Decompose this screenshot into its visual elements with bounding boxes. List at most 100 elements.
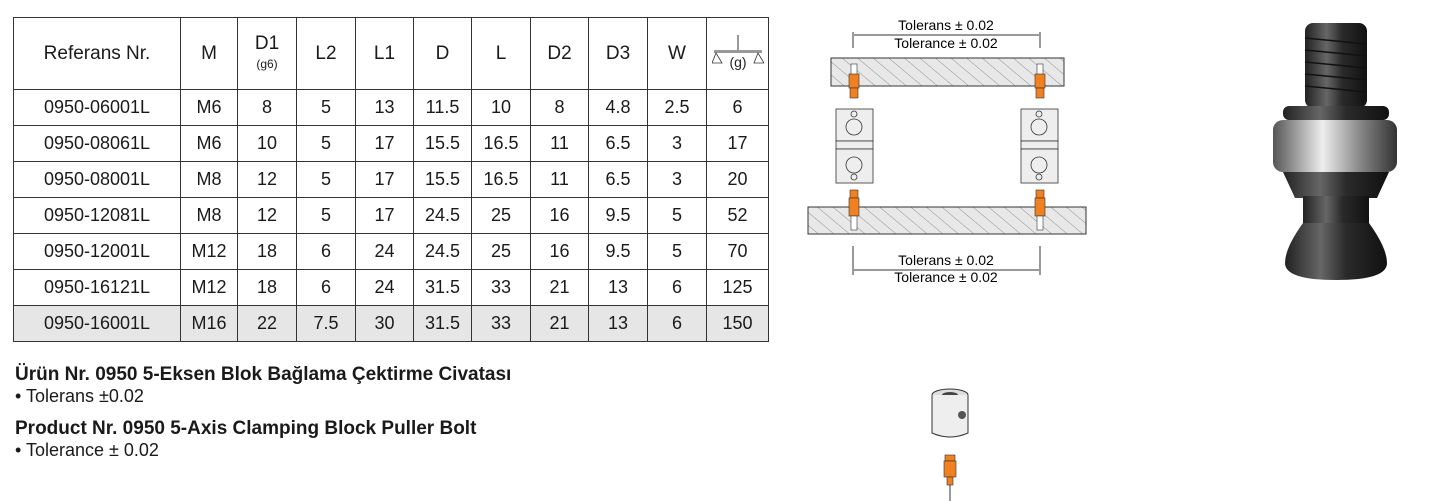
table-cell: 12 [237, 161, 297, 198]
caption-tr-bullet: • Tolerans ±0.02 [15, 386, 144, 406]
table-cell: M6 [180, 89, 238, 126]
svg-text:(g): (g) [729, 54, 746, 70]
table-cell: 6 [647, 269, 707, 306]
table-cell: 11 [530, 125, 589, 162]
top-plate [830, 57, 1065, 87]
caption-tr-title: Ürün Nr. 0950 5-Eksen Blok Bağlama Çekti… [15, 364, 512, 385]
table-cell: 13 [588, 305, 648, 342]
table-cell: 25 [471, 197, 531, 234]
table-cell: 33 [471, 305, 531, 342]
header-d2: D2 [530, 17, 589, 90]
table-cell: 10 [237, 125, 297, 162]
table-cell: 5 [647, 197, 707, 234]
header-l: L [471, 17, 531, 90]
table-cell: 16.5 [471, 125, 531, 162]
table-cell: M12 [180, 233, 238, 270]
table-cell: 17 [355, 197, 414, 234]
table-cell: 6 [647, 305, 707, 342]
table-cell: 16 [530, 233, 589, 270]
table-cell: 18 [237, 233, 297, 270]
table-cell: 0950-06001L [13, 89, 181, 126]
caption-en-title: Product Nr. 0950 5-Axis Clamping Block P… [15, 418, 477, 439]
table-cell: 7.5 [296, 305, 356, 342]
bottom-tolerance: Tolerance ± 0.02 [894, 269, 998, 285]
table-cell: 0950-12001L [13, 233, 181, 270]
caption-tr: Ürün Nr. 0950 5-Eksen Blok Bağlama Çekti… [15, 364, 511, 407]
table-cell: 11 [530, 161, 589, 198]
table-cell: 24 [355, 269, 414, 306]
table-cell: 24.5 [413, 233, 472, 270]
table-cell: 15.5 [413, 125, 472, 162]
table-cell: M12 [180, 269, 238, 306]
table-cell: 21 [530, 269, 589, 306]
table-cell: 70 [706, 233, 769, 270]
table-cell: 15.5 [413, 161, 472, 198]
tolerance-diagram: Tolerans ± 0.02 Tolerance ± 0.02 Toleran… [807, 17, 1087, 285]
caption-en-bullet: • Tolerance ± 0.02 [15, 440, 159, 460]
table-cell: 9.5 [588, 233, 648, 270]
spec-table: Referans Nr. M D1(g6) L2 L1 D L D2 D3 W … [13, 17, 769, 342]
table-cell: 0950-08061L [13, 125, 181, 162]
header-d3: D3 [588, 17, 648, 90]
table-cell: 16 [530, 197, 589, 234]
table-cell: 21 [530, 305, 589, 342]
header-weight: (g) [706, 17, 769, 90]
table-cell: 6 [706, 89, 769, 126]
table-cell: M8 [180, 161, 238, 198]
scale-icon: (g) [710, 35, 765, 70]
header-d: D [413, 17, 472, 90]
table-cell: 5 [296, 125, 356, 162]
header-d1: D1 (g6) [237, 17, 297, 90]
table-cell: 25 [471, 233, 531, 270]
header-w: W [647, 17, 707, 90]
table-cell: 13 [355, 89, 414, 126]
table-cell: 10 [471, 89, 531, 126]
d1-label: D1 [254, 32, 280, 54]
d1-sub: (g6) [256, 56, 278, 71]
table-cell: 0950-12081L [13, 197, 181, 234]
table-cell: 33 [471, 269, 531, 306]
table-cell: 5 [296, 89, 356, 126]
table-cell: 31.5 [413, 305, 472, 342]
table-cell: 6 [296, 233, 356, 270]
table-cell: 13 [588, 269, 648, 306]
header-l2: L2 [296, 17, 356, 90]
table-cell: 9.5 [588, 197, 648, 234]
table-cell: 17 [706, 125, 769, 162]
bottom-tolerans: Tolerans ± 0.02 [898, 252, 994, 268]
table-cell: 8 [237, 89, 297, 126]
top-tolerans: Tolerans ± 0.02 [898, 17, 994, 33]
table-cell: M6 [180, 125, 238, 162]
table-cell: 24 [355, 233, 414, 270]
table-cell: 3 [647, 125, 707, 162]
table-cell: 18 [237, 269, 297, 306]
table-cell: 16.5 [471, 161, 531, 198]
table-cell: 5 [296, 197, 356, 234]
table-cell: M16 [180, 305, 238, 342]
caption-en: Product Nr. 0950 5-Axis Clamping Block P… [15, 418, 476, 461]
top-tolerance: Tolerance ± 0.02 [894, 35, 998, 51]
table-cell: 24.5 [413, 197, 472, 234]
table-cell: 11.5 [413, 89, 472, 126]
table-cell: 6 [296, 269, 356, 306]
table-cell: 12 [237, 197, 297, 234]
table-cell: 31.5 [413, 269, 472, 306]
table-cell: 6.5 [588, 161, 648, 198]
table-cell: 5 [647, 233, 707, 270]
table-cell: 3 [647, 161, 707, 198]
table-cell: 125 [706, 269, 769, 306]
table-cell: 17 [355, 125, 414, 162]
table-cell: 6.5 [588, 125, 648, 162]
table-cell: 52 [706, 197, 769, 234]
table-cell: 0950-08001L [13, 161, 181, 198]
clamping-block-image [931, 388, 969, 501]
table-cell: 0950-16001L [13, 305, 181, 342]
header-m: M [180, 17, 238, 90]
puller-bolt-image [1273, 23, 1397, 280]
